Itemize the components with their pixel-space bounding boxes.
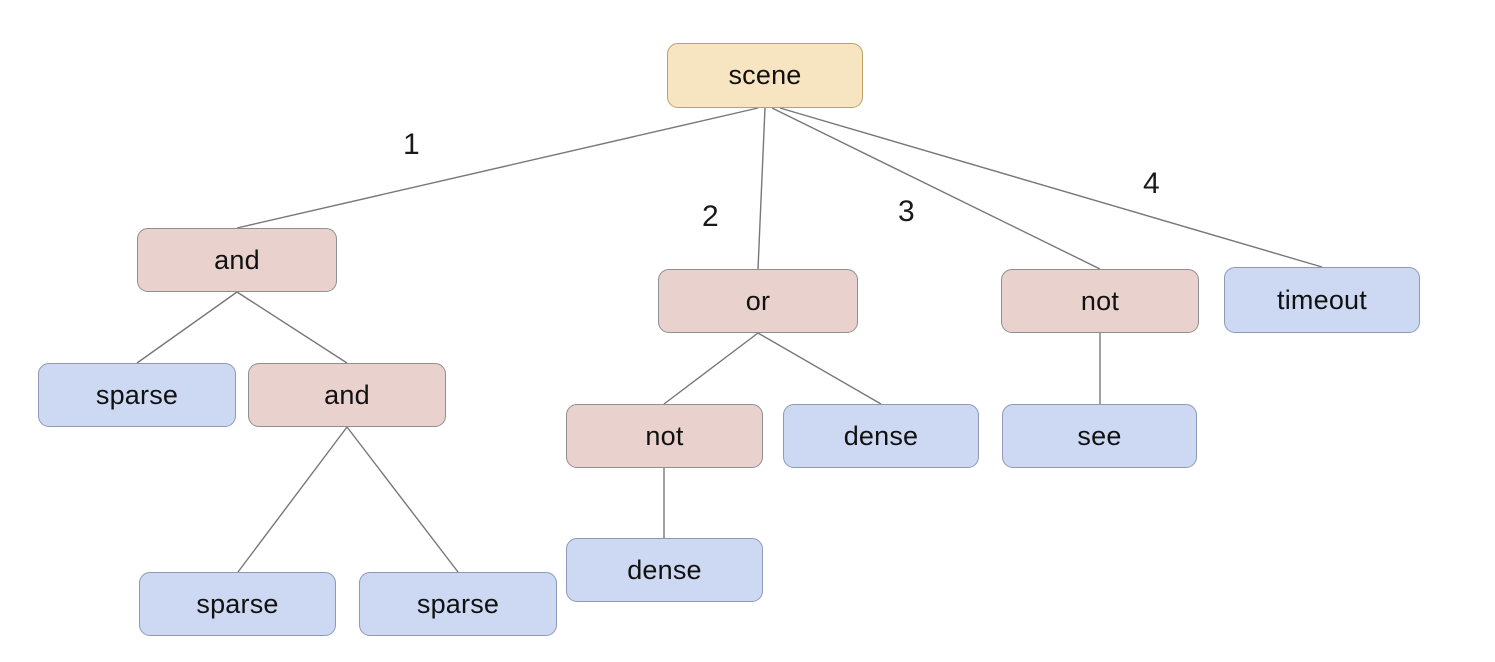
- edge-or-not: [663, 332, 759, 405]
- node-dense-2: dense: [566, 538, 763, 602]
- node-not-1: not: [1001, 269, 1199, 333]
- edge-label-4: 4: [1143, 167, 1160, 200]
- edge-label-1: 1: [403, 128, 420, 161]
- node-or-1: or: [658, 269, 858, 333]
- edge-and-sparse: [136, 291, 238, 364]
- node-dense-1: dense: [783, 404, 979, 468]
- node-sparse-3: sparse: [359, 572, 557, 636]
- edge-and2-sparse-l: [237, 426, 348, 573]
- node-see: see: [1002, 404, 1197, 468]
- node-sparse-2: sparse: [139, 572, 336, 636]
- node-and-2: and: [248, 363, 446, 427]
- edge-label-3: 3: [898, 195, 915, 228]
- edge-scene-and: [236, 107, 759, 229]
- edge-or-dense: [757, 332, 882, 405]
- edge-scene-or: [757, 107, 766, 270]
- node-scene: scene: [667, 43, 863, 108]
- edge-label-2: 2: [702, 200, 719, 233]
- node-timeout: timeout: [1224, 267, 1420, 333]
- edge-scene-timeout: [779, 107, 1323, 268]
- node-and-1: and: [137, 228, 337, 292]
- edge-scene-not: [771, 107, 1101, 270]
- edge-and2-sparse-r: [346, 426, 459, 573]
- edge-and-and: [236, 291, 348, 364]
- node-sparse-1: sparse: [38, 363, 236, 427]
- node-not-2: not: [566, 404, 763, 468]
